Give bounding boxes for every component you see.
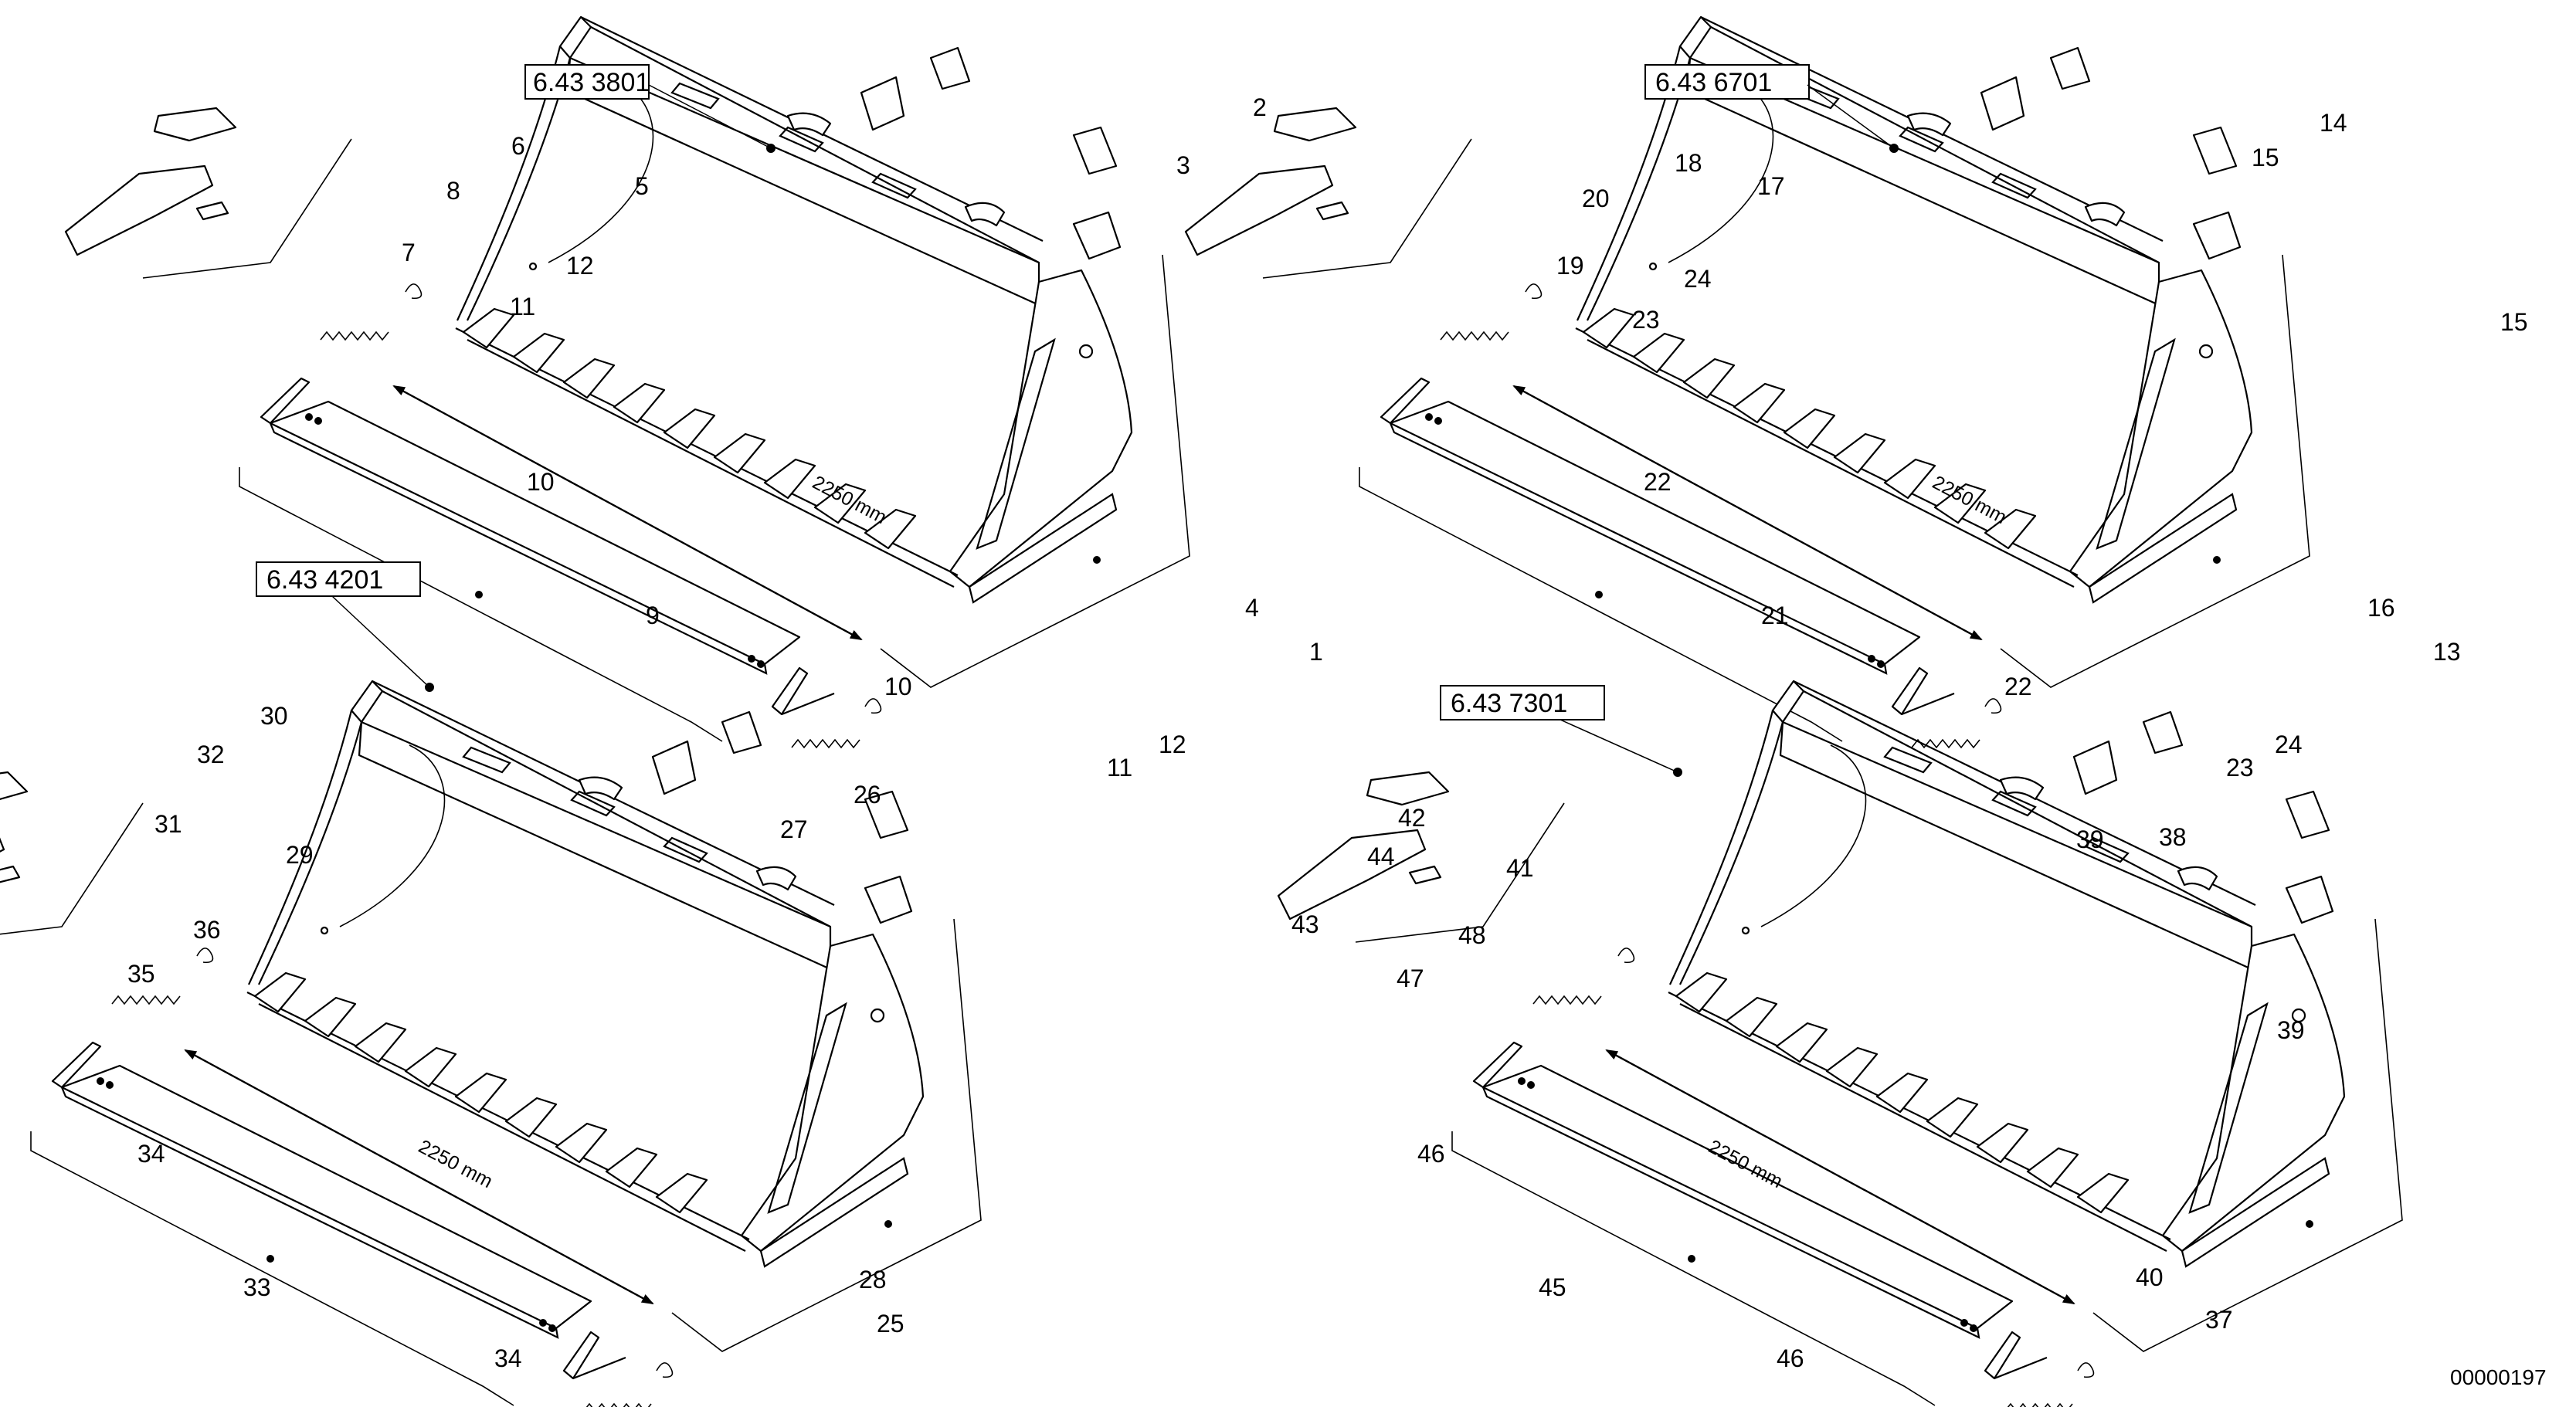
callout-side-cutter-4: 40 <box>2136 1263 2164 1291</box>
callout-edge-4: 45 <box>1539 1273 1566 1301</box>
callout-bucket-1: 1 <box>1309 638 1323 666</box>
callout-side-cutter-1: 4 <box>1245 594 1259 622</box>
callout-tooth-cap-2: 18 <box>1675 149 1702 177</box>
callout-adapter-3: 26 <box>854 781 881 809</box>
ref-box-1 <box>524 64 650 100</box>
callout-spring-r-2: 23 <box>2226 754 2254 781</box>
ref-box-3 <box>256 561 421 597</box>
view-4-labels: 6.43 7301 37 38 39 39 40 41 42 43 44 45 … <box>1291 685 2305 1372</box>
callout-lock-l-4: 46 <box>1417 1140 1445 1168</box>
dimension-3: 2250 mm <box>415 1136 496 1193</box>
view-4 <box>1278 681 2402 1407</box>
callout-lock-r-3: 34 <box>494 1344 522 1372</box>
callout-clip-l-2: 24 <box>1684 265 1712 293</box>
callout-edge-2: 21 <box>1761 602 1789 629</box>
callout-pin-4: 44 <box>1367 843 1395 870</box>
callout-adapter-2: 14 <box>2320 109 2347 137</box>
document-number: 00000197 <box>2450 1365 2547 1389</box>
callout-wear-block-4b: 39 <box>2277 1016 2305 1044</box>
callout-edge-3: 33 <box>243 1273 271 1301</box>
callout-wear-block-1: 3 <box>1176 151 1190 179</box>
callout-tooth-set-3: 29 <box>286 841 314 869</box>
callout-edge-1: 9 <box>646 602 660 629</box>
callout-lock-r-4: 46 <box>1777 1344 1804 1372</box>
callout-pin-3: 32 <box>197 741 225 768</box>
callout-wear-block-2b: 15 <box>2500 308 2528 336</box>
callout-clip-l-3: 36 <box>193 916 221 944</box>
view-2 <box>1186 17 2310 748</box>
callout-wear-block-4: 39 <box>2076 826 2104 853</box>
callout-side-cutter-3: 28 <box>859 1266 887 1293</box>
callout-spring-l-4: 47 <box>1397 965 1424 992</box>
callout-clip-r-1: 12 <box>1159 731 1186 758</box>
callout-lock-r-2: 22 <box>2004 673 2032 700</box>
callout-spring-r-1: 11 <box>1107 754 1132 781</box>
callout-tooth-set-2: 17 <box>1757 172 1785 200</box>
callout-spring-l-1: 11 <box>510 293 535 320</box>
ref-box-2 <box>1644 64 1810 100</box>
callout-lock-r-1: 10 <box>884 673 912 700</box>
callout-bucket-2: 13 <box>2433 638 2461 666</box>
ref-label-1: 6.43 3801 <box>533 68 650 97</box>
callout-tooth-set-4: 41 <box>1506 854 1534 882</box>
callout-lock-l-3: 34 <box>137 1140 165 1168</box>
callout-adapter-4: 38 <box>2159 823 2187 851</box>
callout-clip-r-2: 24 <box>2275 731 2303 758</box>
callout-tooth-1: 7 <box>402 239 416 266</box>
callout-clip-l-1: 12 <box>566 252 594 280</box>
callout-tooth-cap-3: 30 <box>260 702 288 730</box>
callout-lock-l-1: 10 <box>527 468 555 496</box>
view-2-labels: 6.43 6701 13 14 15 15 16 17 18 19 20 21 … <box>1556 64 2528 781</box>
ref-label-4: 6.43 7301 <box>1451 689 1567 718</box>
view-1-labels: 6.43 3801 1 2 3 4 5 6 7 8 9 10 10 11 11 … <box>402 64 1323 781</box>
callout-clip-l-4: 48 <box>1458 921 1486 949</box>
view-1 <box>66 17 1190 748</box>
ref-label-3: 6.43 4201 <box>266 565 383 595</box>
view-3 <box>0 681 981 1407</box>
callout-pin-1: 8 <box>446 177 460 205</box>
callout-tooth-4: 43 <box>1291 910 1319 938</box>
callout-wear-block-3: 27 <box>780 815 808 843</box>
callout-tooth-3: 31 <box>154 810 182 838</box>
callout-tooth-2: 19 <box>1556 252 1584 280</box>
callout-bucket-3: 25 <box>877 1310 904 1337</box>
callout-adapter-1: 2 <box>1253 93 1267 121</box>
callout-side-cutter-2: 16 <box>2367 594 2395 622</box>
callout-wear-block-2: 15 <box>2252 144 2279 171</box>
callout-pin-2: 20 <box>1582 185 1610 212</box>
callout-tooth-cap-1: 6 <box>511 132 525 160</box>
callout-spring-l-2: 23 <box>1632 306 1660 334</box>
callout-lock-l-2: 22 <box>1644 468 1672 496</box>
callout-bucket-4: 37 <box>2205 1306 2233 1334</box>
callout-tooth-set-1: 5 <box>635 172 649 200</box>
ref-label-2: 6.43 6701 <box>1655 68 1772 97</box>
ref-box-4 <box>1440 685 1605 720</box>
callout-spring-l-3: 35 <box>127 960 155 988</box>
callout-tooth-cap-4: 42 <box>1398 804 1426 832</box>
